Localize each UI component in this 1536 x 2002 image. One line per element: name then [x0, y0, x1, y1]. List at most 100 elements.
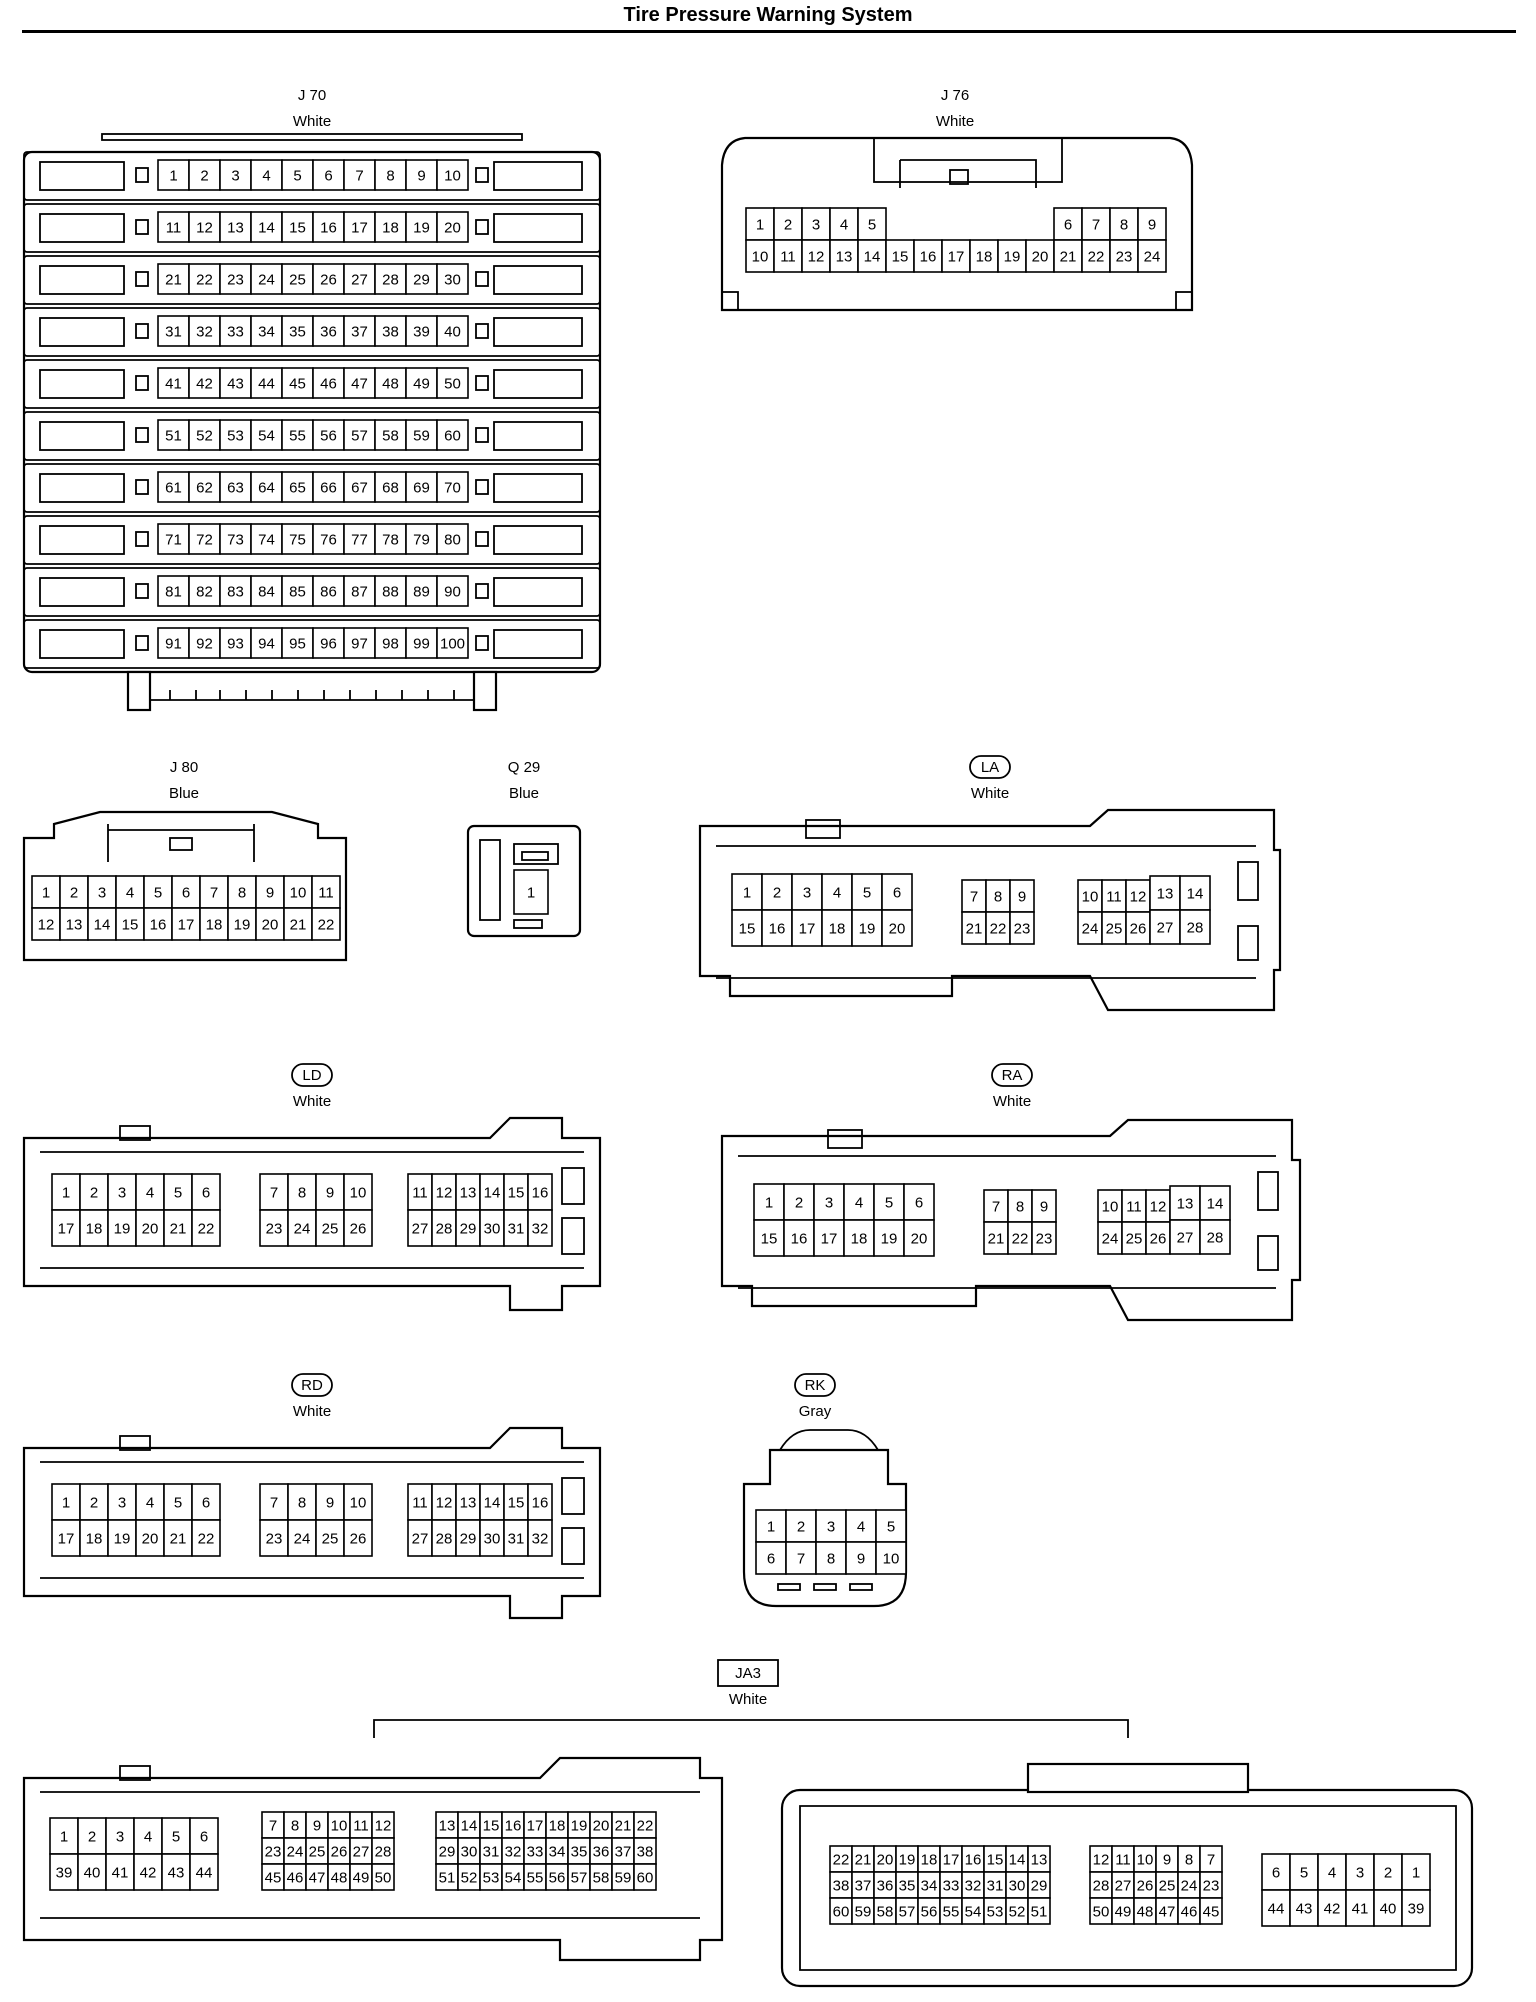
page-title: Tire Pressure Warning System	[623, 4, 913, 26]
j70-pin-79: 79	[405, 523, 438, 555]
svg-text:83: 83	[227, 584, 244, 601]
j76-pin-21: 21	[1053, 239, 1083, 273]
j70-pin-67: 67	[343, 471, 376, 503]
ja3-pin-2: 2	[1373, 1853, 1403, 1891]
svg-text:18: 18	[829, 921, 846, 938]
svg-text:25: 25	[1106, 921, 1123, 938]
j76-pin-7: 7	[1081, 207, 1111, 241]
j70-pin-29: 29	[405, 263, 438, 295]
svg-text:6: 6	[893, 885, 901, 902]
svg-text:17: 17	[58, 1221, 75, 1238]
ja3-pin-55: 55	[939, 1897, 963, 1925]
ja3-pin-51: 51	[1027, 1897, 1051, 1925]
ja3-pin-22: 22	[829, 1845, 853, 1873]
j70-pin-81: 81	[157, 575, 190, 607]
svg-text:76: 76	[320, 532, 337, 549]
svg-text:White: White	[729, 1691, 767, 1708]
ra-pin-28: 28	[1199, 1219, 1231, 1255]
svg-text:56: 56	[921, 1904, 938, 1921]
svg-text:1: 1	[60, 1829, 68, 1846]
ja3-pin-34: 34	[917, 1871, 941, 1899]
svg-text:84: 84	[258, 584, 275, 601]
svg-text:63: 63	[227, 480, 244, 497]
svg-text:88: 88	[382, 584, 399, 601]
ld-pin-11: 11	[407, 1173, 433, 1211]
j76-pin-3: 3	[801, 207, 831, 241]
svg-text:19: 19	[571, 1818, 588, 1835]
ra-pin-4: 4	[843, 1183, 875, 1221]
ja3-pin-52: 52	[1005, 1897, 1029, 1925]
rd-pin-20: 20	[135, 1519, 165, 1557]
la-pin-2: 2	[761, 873, 793, 911]
rk-pin-7: 7	[785, 1541, 817, 1575]
j70-pin-24: 24	[250, 263, 283, 295]
j70-pin-15: 15	[281, 211, 314, 243]
svg-text:10: 10	[331, 1818, 348, 1835]
svg-text:33: 33	[227, 324, 244, 341]
ld-pin-15: 15	[503, 1173, 529, 1211]
ja3-pin-8: 8	[1177, 1845, 1201, 1873]
j70-pin-42: 42	[188, 367, 221, 399]
svg-text:7: 7	[970, 889, 978, 906]
svg-text:10: 10	[1137, 1852, 1154, 1869]
svg-text:16: 16	[505, 1818, 522, 1835]
svg-text:29: 29	[460, 1531, 477, 1548]
ja3-pin-38: 38	[633, 1837, 657, 1865]
ja3-pin-60: 60	[829, 1897, 853, 1925]
svg-text:8: 8	[994, 889, 1002, 906]
rd-pin-17: 17	[51, 1519, 81, 1557]
svg-text:20: 20	[262, 917, 279, 934]
ja3-pin-58: 58	[589, 1863, 613, 1891]
j70-pin-62: 62	[188, 471, 221, 503]
svg-text:10: 10	[290, 885, 307, 902]
svg-text:90: 90	[444, 584, 461, 601]
svg-text:4: 4	[833, 885, 841, 902]
svg-text:25: 25	[322, 1531, 339, 1548]
svg-text:6: 6	[324, 168, 332, 185]
svg-text:35: 35	[899, 1878, 916, 1895]
svg-text:24: 24	[1082, 921, 1099, 938]
svg-text:1: 1	[527, 885, 535, 902]
svg-text:85: 85	[289, 584, 306, 601]
ja3-pin-47: 47	[1155, 1897, 1179, 1925]
svg-text:52: 52	[196, 428, 213, 445]
j70-pin-1: 1	[157, 159, 190, 191]
svg-text:15: 15	[987, 1852, 1004, 1869]
svg-text:53: 53	[987, 1904, 1004, 1921]
svg-text:20: 20	[593, 1818, 610, 1835]
ja3-pin-40: 40	[77, 1853, 107, 1891]
svg-text:2: 2	[1384, 1865, 1392, 1882]
j70-pin-41: 41	[157, 367, 190, 399]
svg-text:7: 7	[355, 168, 363, 185]
svg-text:15: 15	[761, 1231, 778, 1248]
rd-pin-24: 24	[287, 1519, 317, 1557]
ja3-pin-32: 32	[961, 1871, 985, 1899]
svg-text:98: 98	[382, 636, 399, 653]
svg-text:58: 58	[382, 428, 399, 445]
svg-text:2: 2	[90, 1495, 98, 1512]
svg-text:47: 47	[1159, 1904, 1176, 1921]
j70-pin-89: 89	[405, 575, 438, 607]
svg-text:26: 26	[1130, 921, 1147, 938]
svg-text:2: 2	[90, 1185, 98, 1202]
j70-pin-12: 12	[188, 211, 221, 243]
ja3-pin-47: 47	[305, 1863, 329, 1891]
rk-pin-4: 4	[845, 1509, 877, 1543]
j70-pin-10: 10	[436, 159, 469, 191]
svg-text:28: 28	[375, 1844, 392, 1861]
svg-text:20: 20	[444, 220, 461, 237]
svg-text:32: 32	[965, 1878, 982, 1895]
j76-pin-11: 11	[773, 239, 803, 273]
ja3-pin-36: 36	[589, 1837, 613, 1865]
ra-pin-9: 9	[1031, 1189, 1057, 1223]
svg-text:12: 12	[1150, 1199, 1167, 1216]
j80-pin-14: 14	[87, 907, 117, 941]
svg-text:2: 2	[795, 1195, 803, 1212]
svg-text:18: 18	[206, 917, 223, 934]
svg-text:30: 30	[484, 1531, 501, 1548]
la-pin-24: 24	[1077, 911, 1103, 945]
svg-text:8: 8	[298, 1495, 306, 1512]
svg-text:21: 21	[170, 1531, 187, 1548]
svg-text:20: 20	[911, 1231, 928, 1248]
svg-text:39: 39	[1408, 1901, 1425, 1918]
